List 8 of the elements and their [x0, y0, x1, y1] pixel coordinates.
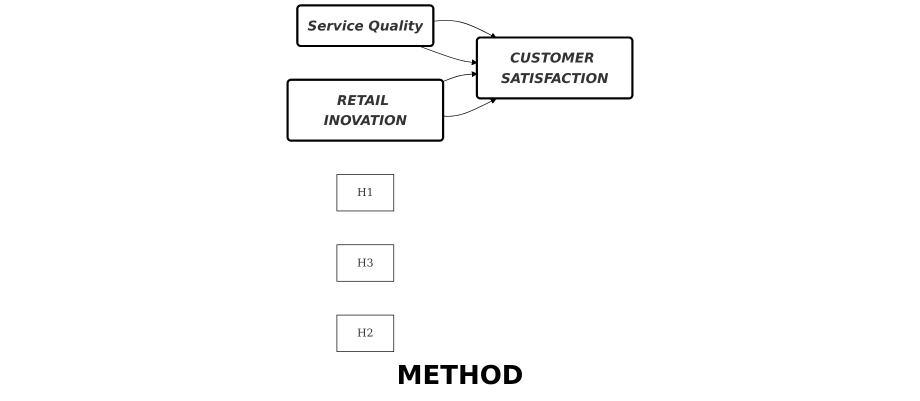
arrow: [433, 20, 497, 38]
arrow: [443, 98, 497, 117]
arrow: [419, 46, 478, 66]
node-box: H3: [336, 244, 394, 282]
arrow: [442, 71, 478, 82]
node-box: H1: [336, 174, 394, 212]
node-box: H2: [336, 314, 394, 352]
caption: METHOD: [396, 361, 524, 391]
